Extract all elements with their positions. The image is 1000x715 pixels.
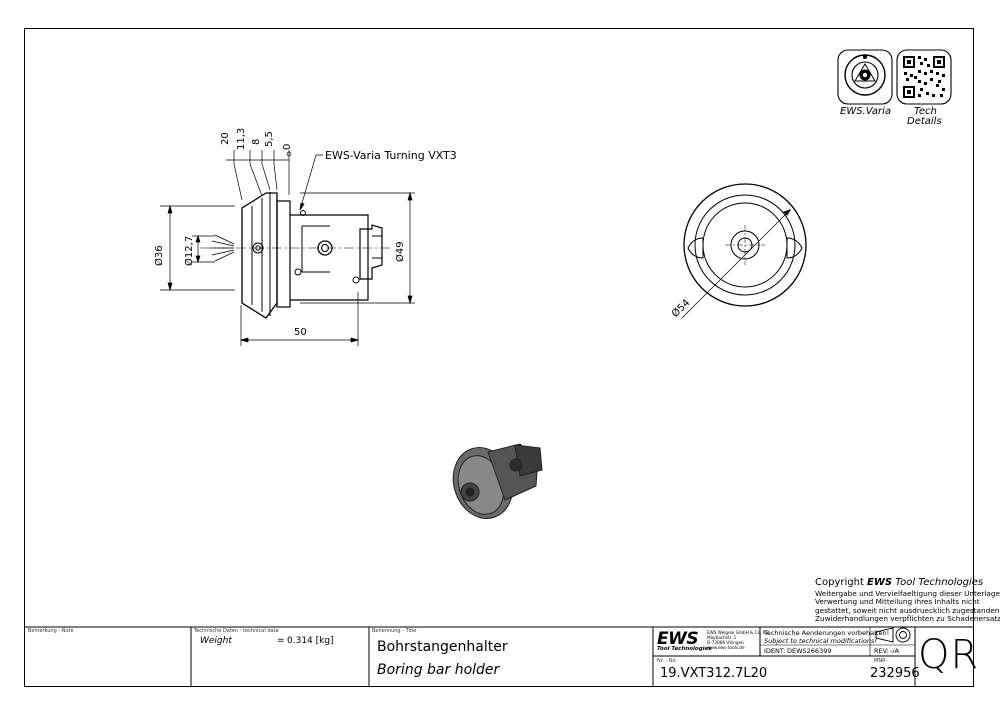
copyright-title: Copyright EWS Tool Technologies [815, 577, 984, 588]
dim-d49: Ø49 [395, 241, 406, 262]
dim-top-20: 20 [220, 132, 231, 145]
front-view [681, 183, 807, 319]
callout-ews-varia-turning: EWS-Varia Turning VXT3 [325, 149, 457, 162]
drawing-sheet-border [24, 28, 974, 687]
weight-label: Weight [200, 636, 232, 646]
note-label: Bemerkung - Note [28, 628, 74, 634]
dim-top-11-3: 11,3 [236, 127, 247, 150]
ews-logo: EWS [657, 629, 699, 649]
side-view-dimensions [160, 150, 415, 346]
dim-top-5-5: 5,5 [264, 131, 275, 147]
ews-address: EWS Weigele GmbH & Co. KG Maybachstr. 1 … [707, 630, 769, 650]
dim-top-0: 0 [282, 143, 293, 150]
title-english: Boring bar holder [377, 662, 500, 678]
ews-varia-label: EWS.Varia [840, 106, 892, 117]
isometric-render [452, 443, 543, 519]
dim-length-50: 50 [294, 327, 307, 338]
qr-code-icon [903, 56, 945, 98]
rev-label: REV: [874, 647, 889, 655]
ident-value: DEWS266399 [787, 647, 832, 655]
title-block-grid [25, 626, 973, 687]
ident-label: IDENT: [764, 647, 786, 655]
weight-value: 0.314 [kg] [287, 636, 334, 646]
title-label: Benennung - Title [372, 628, 417, 634]
nr-value: 19.VXT312.7L20 [660, 666, 768, 681]
side-view [200, 192, 390, 319]
ews-varia-icon [837, 49, 893, 105]
dim-top-8: 8 [251, 138, 262, 145]
projection-symbol [875, 627, 911, 643]
nr-label: Nr. - No. [657, 658, 678, 664]
rev-value: -/A [890, 647, 899, 655]
dim-d12-7: Ø12,7 [184, 235, 195, 266]
mnr-label: MNR: [874, 658, 888, 664]
qr-mark: QR [918, 632, 980, 678]
title-german: Bohrstangenhalter [377, 639, 508, 655]
changes-de: Technische Aenderungen vorbehalten! [764, 629, 890, 637]
tech-label-1: Tech [914, 106, 937, 117]
tech-label-2: Details [907, 116, 942, 127]
mnr-value: 232956 [870, 666, 920, 681]
ews-logo-sub: Tool Technologies [657, 646, 712, 652]
dim-d36: Ø36 [154, 245, 165, 266]
weight-eq: = [277, 636, 285, 646]
copyright-text: Weitergabe und Vervielfaeltigung dieser … [815, 589, 1000, 624]
changes-en: Subject to technical modifications! [764, 637, 877, 645]
qr-icon [896, 49, 952, 105]
tech-data-label: Technische Daten - technical data [194, 628, 279, 634]
